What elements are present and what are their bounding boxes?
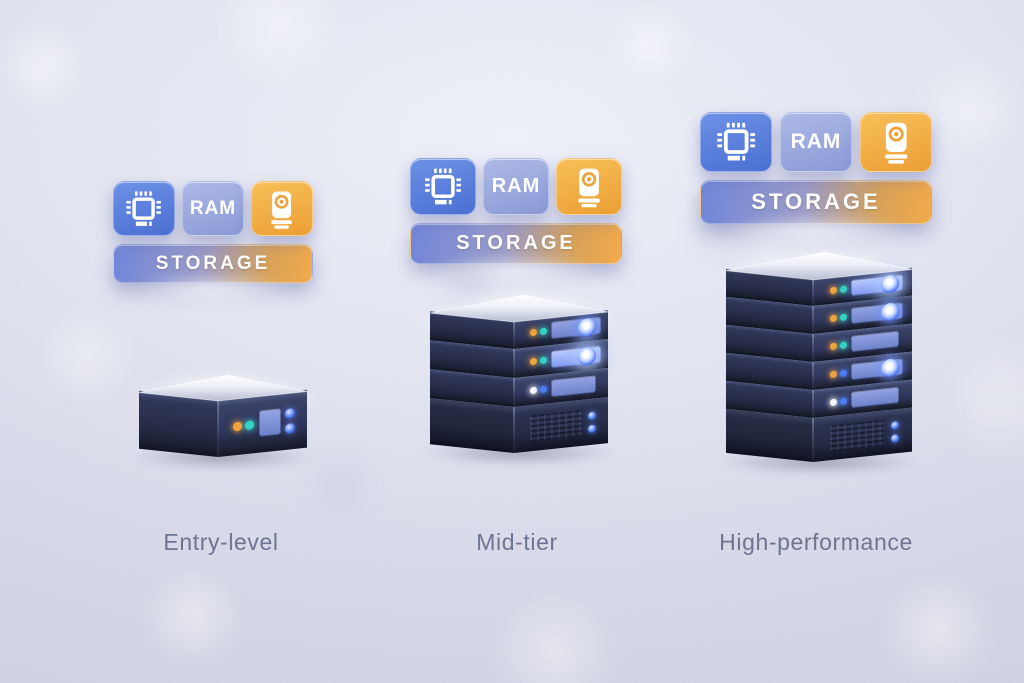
status-led-blue <box>840 368 848 377</box>
indicator-dots <box>890 420 899 443</box>
spec-badges-high-performance: RAM STORAGE <box>700 112 932 224</box>
server-unit-bay <box>726 295 912 334</box>
indicator-dots <box>285 407 296 434</box>
status-led-orange <box>830 342 838 350</box>
cpu-chip-icon <box>410 158 476 215</box>
storage-bar: STORAGE <box>113 244 313 283</box>
status-led-orange <box>830 314 838 322</box>
ram-badge: RAM <box>483 158 549 215</box>
status-led-white <box>830 398 838 406</box>
server-unit-bay <box>726 323 912 362</box>
drive-panel <box>851 387 899 408</box>
cpu-chip-icon <box>113 181 175 236</box>
vent-grille <box>830 419 885 451</box>
status-led-orange <box>529 328 537 337</box>
server-unit-bay <box>726 351 912 390</box>
hard-drive-icon <box>251 181 313 236</box>
server-side-face <box>726 408 814 462</box>
blue-indicator-dot <box>890 433 899 443</box>
status-led-orange <box>830 286 838 294</box>
server-top-face <box>429 294 609 323</box>
server-unit-bay <box>726 379 912 418</box>
server-unit-base <box>726 407 912 462</box>
vent-grille <box>529 409 582 442</box>
server-unit-bay <box>726 267 912 306</box>
blue-indicator-dot <box>890 420 899 430</box>
tier-label-high-performance: High-performance <box>719 529 913 555</box>
drive-panel <box>851 331 899 352</box>
server-units <box>726 267 912 462</box>
ram-badge: RAM <box>182 181 244 236</box>
status-led-teal <box>539 327 547 336</box>
server-unit-bay <box>139 389 307 457</box>
blue-indicator-dot <box>587 410 596 420</box>
server-stack-high-performance <box>670 226 968 480</box>
drive-panel <box>550 375 596 397</box>
tier-label-entry-level: Entry-level <box>163 529 279 555</box>
server-unit-base <box>430 397 608 453</box>
spec-badges-mid-tier: RAM STORAGE <box>410 158 622 264</box>
storage-label: STORAGE <box>751 189 881 214</box>
storage-label: STORAGE <box>155 252 271 274</box>
server-units <box>139 389 307 457</box>
server-units <box>430 310 608 453</box>
drive-panel <box>258 408 281 438</box>
status-led-orange <box>830 370 838 378</box>
storage-bar: STORAGE <box>700 180 932 224</box>
status-led-orange <box>233 420 243 431</box>
status-led-teal <box>840 340 848 349</box>
tier-label-mid-tier: Mid-tier <box>476 529 558 555</box>
server-stack-entry-level <box>88 347 358 475</box>
spec-badges-entry-level: RAM STORAGE <box>113 181 313 283</box>
status-led-blue <box>840 396 848 405</box>
server-stack-mid-tier <box>376 268 662 471</box>
server-unit-bay <box>430 310 608 349</box>
storage-label: STORAGE <box>456 232 576 254</box>
status-led-blue <box>539 385 547 394</box>
server-front-face <box>513 397 608 453</box>
spec-tile-row: RAM <box>113 181 313 236</box>
status-led-teal <box>539 356 547 365</box>
ram-label: RAM <box>189 197 237 219</box>
indicator-dots <box>587 410 596 433</box>
status-led-teal <box>840 312 848 321</box>
blue-indicator-dot <box>587 423 596 433</box>
hard-drive-icon <box>860 112 932 172</box>
status-led-teal <box>245 419 255 430</box>
blue-indicator-dot <box>285 407 296 419</box>
storage-bar: STORAGE <box>410 223 622 264</box>
server-unit-bay <box>430 368 608 407</box>
cpu-chip-icon <box>700 112 772 172</box>
status-led-white <box>529 386 537 395</box>
server-unit-bay <box>430 339 608 378</box>
server-top-face <box>138 375 308 402</box>
status-led-orange <box>529 357 537 366</box>
ram-label: RAM <box>491 175 541 197</box>
server-side-face <box>430 398 514 453</box>
hard-drive-icon <box>556 158 622 215</box>
spec-tile-row: RAM <box>410 158 622 215</box>
spec-tile-row: RAM <box>700 112 932 172</box>
blue-indicator-dot <box>285 422 296 434</box>
server-front-face <box>813 407 912 462</box>
status-led-teal <box>840 284 848 293</box>
ram-badge: RAM <box>780 112 852 172</box>
server-top-face <box>725 252 913 281</box>
ram-label: RAM <box>790 130 842 153</box>
